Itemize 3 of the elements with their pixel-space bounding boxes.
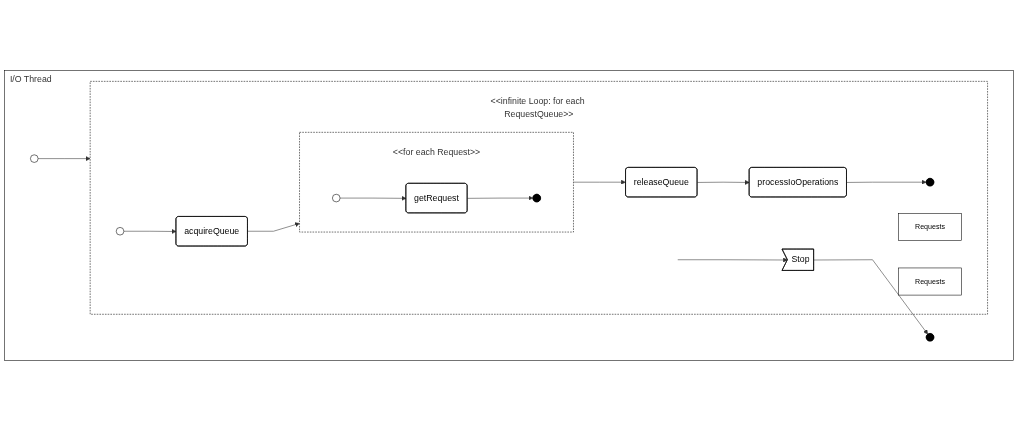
node-circle: [332, 193, 341, 202]
node-circle: [115, 226, 125, 235]
node-circle: [30, 154, 39, 163]
